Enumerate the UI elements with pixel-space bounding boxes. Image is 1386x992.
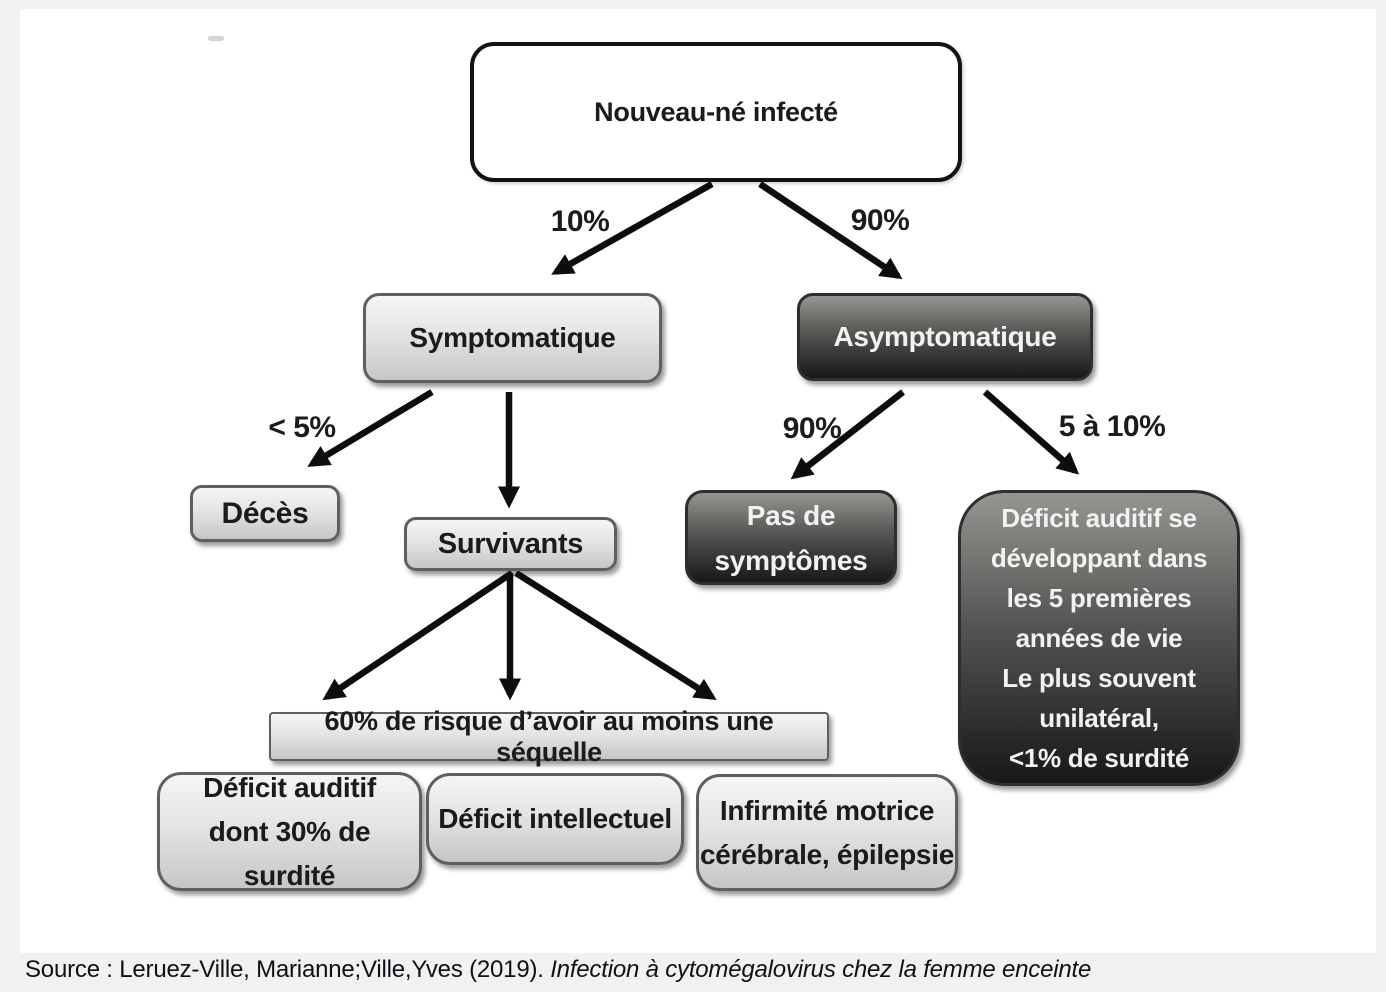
node-deces: Décès [190, 485, 340, 542]
node-deficit-auditif-tardif: Déficit auditif se développant dans les … [958, 490, 1240, 786]
node-pas-de-symptomes: Pas de symptômes [685, 490, 897, 585]
node-infirmite-motrice: Infirmité motrice cérébrale, épilepsie [696, 774, 958, 891]
source-citation-title: Infection à cytomégalovirus chez la femm… [550, 956, 1092, 983]
edge-label-90pct-bottom: 90% [782, 412, 842, 445]
node-nouveau-ne-infecte: Nouveau-né infecté [470, 42, 962, 182]
edge-label-lt5pct: < 5% [268, 411, 336, 444]
node-deficit-auditif-30pct: Déficit auditif dont 30% de surdité [157, 772, 422, 891]
source-citation: Source : Leruez-Ville, Marianne;Ville,Yv… [25, 956, 1091, 984]
edge-label-5a10pct: 5 à 10% [1058, 410, 1166, 443]
node-survivants: Survivants [404, 517, 617, 571]
node-asymptomatique: Asymptomatique [797, 293, 1093, 381]
node-symptomatique: Symptomatique [363, 293, 662, 383]
edge-label-10pct: 10% [550, 205, 610, 238]
edge-label-90pct-top: 90% [850, 204, 910, 237]
node-deficit-intellectuel: Déficit intellectuel [426, 773, 684, 865]
scan-artifact-dash [208, 36, 224, 41]
node-sequelle-60pct: 60% de risque d’avoir au moins une séque… [269, 706, 829, 767]
source-citation-regular: Source : Leruez-Ville, Marianne;Ville,Yv… [25, 956, 551, 983]
